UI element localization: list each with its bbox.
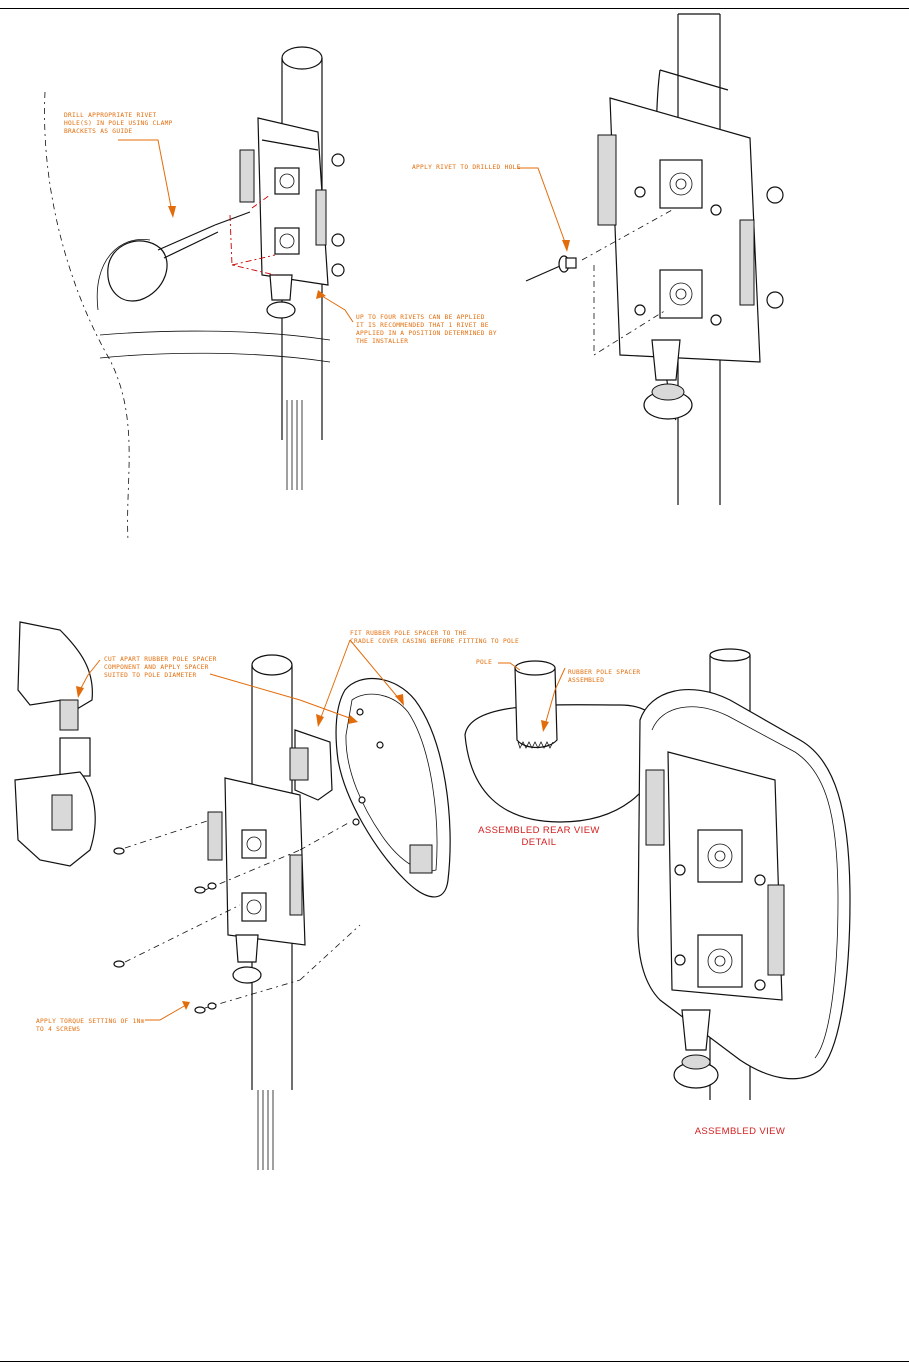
spacer-on-pole: [289, 729, 333, 801]
fit-spacer-leader: [316, 639, 404, 727]
clamp-bracket-right: [597, 97, 784, 420]
torque-note: APPLY TORQUE SETTING OF 1Nm TO 4 SCREWS: [36, 1018, 145, 1033]
rear-view-caption: ASSEMBLED REAR VIEW DETAIL: [478, 825, 600, 848]
assembled-unit: [637, 648, 851, 1100]
torque-leader: [145, 1001, 190, 1021]
fit-spacer-note: FIT RUBBER POLE SPACER TO THE CRADLE COV…: [350, 630, 520, 645]
pole-leader: [498, 662, 521, 671]
spacer-assembled-leader: [541, 667, 566, 732]
screws-exploded: [113, 819, 361, 1014]
drill-note: DRILL APPROPRIATE RIVET HOLE(S) IN POLE …: [64, 112, 173, 135]
rivet: [525, 255, 577, 282]
rivets-note: UP TO FOUR RIVETS CAN BE APPLIED IT IS R…: [356, 314, 497, 345]
rubber-spacer-parts: [14, 621, 96, 867]
footer-rule: [0, 1361, 909, 1362]
spacer-assembled-note: RUBBER POLE SPACER ASSEMBLED: [568, 669, 641, 684]
cut-spacer-note: CUT APART RUBBER POLE SPACER COMPONENT A…: [104, 656, 217, 679]
apply-rivet-leader: [518, 167, 570, 252]
drill-tool: [107, 211, 251, 302]
drill-installer-silhouette: [44, 91, 331, 541]
cradle-cover-casing-back: [335, 677, 451, 898]
clamp-bracket-left: [239, 117, 345, 319]
assembled-view-caption: ASSEMBLED VIEW: [694, 1126, 786, 1137]
rear-view-detail: [464, 660, 663, 823]
apply-rivet-note: APPLY RIVET TO DRILLED HOLE: [412, 164, 521, 171]
clamp-bracket-middle: [207, 777, 306, 984]
drill-note-leader: [118, 139, 176, 218]
header-rule: [0, 8, 909, 9]
pole-note: POLE: [476, 659, 493, 666]
rivets-note-leader: [316, 290, 354, 323]
cut-spacer-leader: [76, 659, 358, 724]
